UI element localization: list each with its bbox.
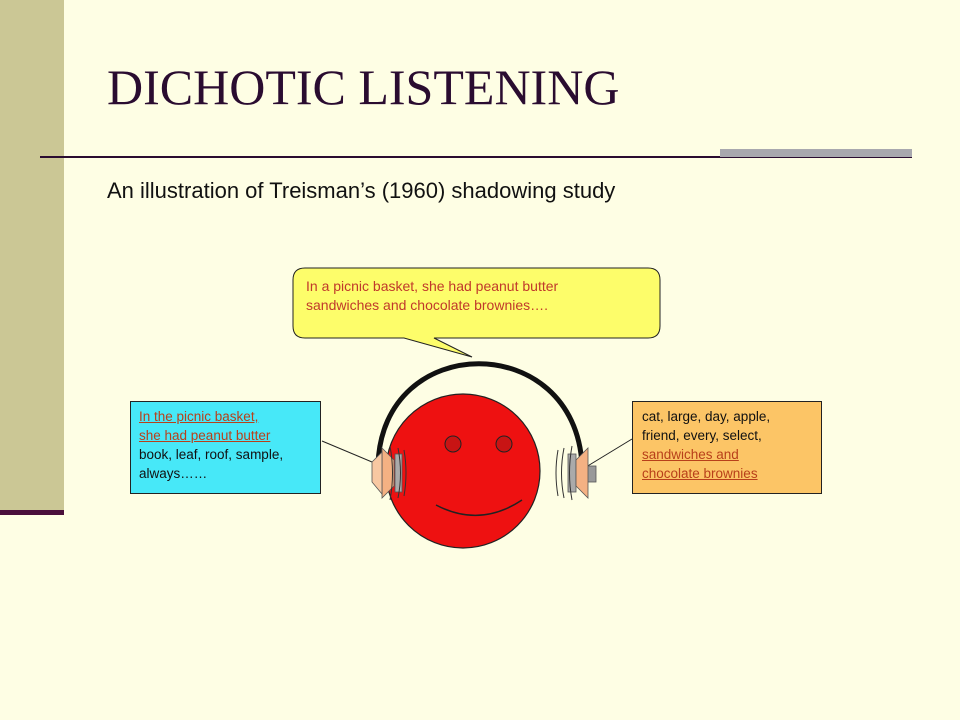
speech-bubble-line: In a picnic basket, she had peanut butte…: [306, 278, 559, 294]
unattended-message-line: always……: [139, 466, 208, 481]
speech-bubble-line: sandwiches and chocolate brownies….: [306, 297, 549, 313]
right-earphone: [555, 445, 597, 501]
slide-title: DICHOTIC LISTENING: [107, 59, 620, 115]
speech-bubble-text: In a picnic basket, she had peanut butte…: [306, 277, 646, 315]
unattended-message-line: friend, every, select,: [642, 428, 762, 443]
sidebar-cap-line: [0, 510, 64, 515]
slide-sidebar-bar: [0, 0, 64, 512]
smile-mouth: [435, 499, 523, 516]
right-ear-message-box: cat, large, day, apple, friend, every, s…: [632, 401, 822, 494]
headphone-band: [375, 361, 585, 466]
speech-bubble-shape: [292, 267, 661, 358]
slide-subtitle: An illustration of Treisman’s (1960) sha…: [107, 178, 616, 203]
right-eye: [495, 435, 513, 453]
face-circle: [385, 393, 541, 549]
right-connector-line: [585, 438, 633, 468]
left-eye: [444, 435, 462, 453]
left-earphone: [371, 445, 407, 501]
title-underline: [40, 156, 912, 158]
attended-message-line: sandwiches and: [642, 447, 739, 462]
attended-message-line: she had peanut butter: [139, 428, 271, 443]
attended-message-line: In the picnic basket,: [139, 409, 259, 424]
left-ear-message-box: In the picnic basket, she had peanut but…: [130, 401, 321, 494]
title-accent-bar: [720, 149, 912, 157]
attended-message-line: chocolate brownies: [642, 466, 758, 481]
unattended-message-line: book, leaf, roof, sample,: [139, 447, 284, 462]
unattended-message-line: cat, large, day, apple,: [642, 409, 771, 424]
